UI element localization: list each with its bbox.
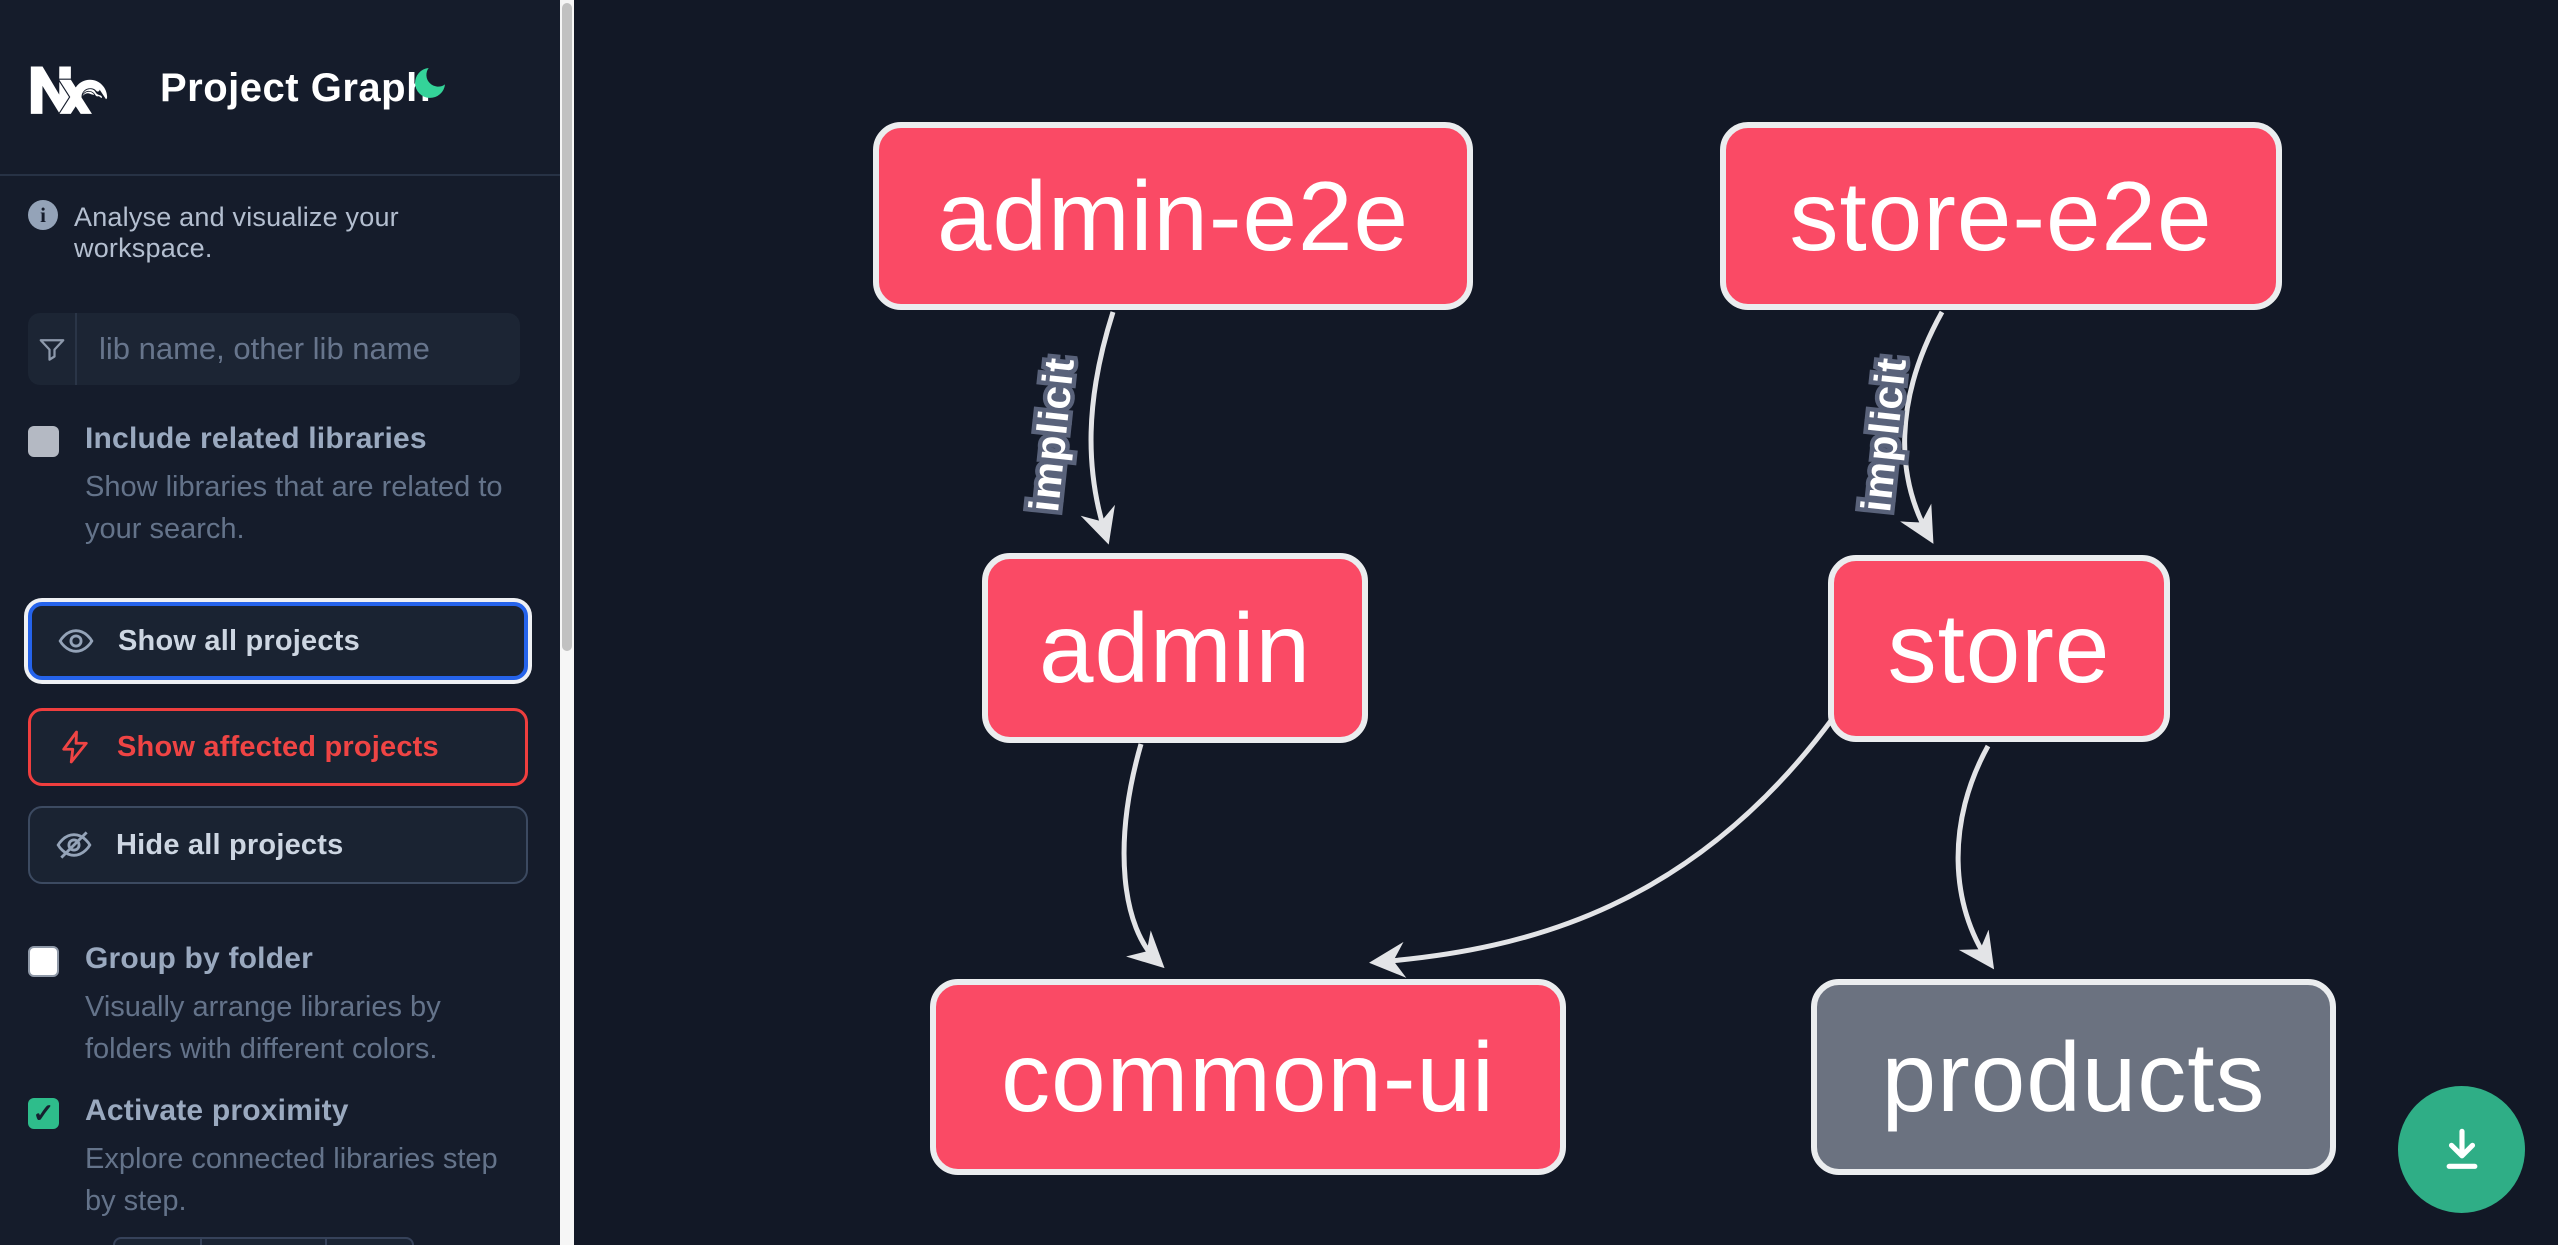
checkbox-activate-proximity-checked[interactable]: ✓ <box>28 1098 59 1129</box>
tagline-text: Analyse and visualize your workspace. <box>74 202 399 263</box>
proximity-stepper-partial[interactable] <box>113 1237 414 1245</box>
search-box <box>28 313 520 385</box>
stepper-increment-segment[interactable] <box>327 1239 412 1245</box>
option-activate-proximity: ✓ Activate proximity Explore connected l… <box>28 1094 528 1222</box>
eye-icon <box>56 622 96 660</box>
graph-node-admin-e2e[interactable]: admin-e2e <box>873 122 1473 310</box>
edge-store-to-products[interactable] <box>1955 744 1995 970</box>
button-label: Hide all projects <box>116 828 344 861</box>
stepper-value-segment <box>202 1239 328 1245</box>
edge-label-implicit-right: implicit <box>1852 355 1915 514</box>
nx-logo[interactable] <box>28 52 110 122</box>
button-label: Show affected projects <box>117 730 439 763</box>
show-all-projects-button[interactable]: Show all projects <box>28 602 528 680</box>
edge-admin-e2e-to-admin[interactable] <box>1080 311 1116 545</box>
download-icon <box>2446 1128 2477 1169</box>
hide-all-projects-button[interactable]: Hide all projects <box>28 806 528 884</box>
stepper-decrement-segment[interactable] <box>115 1239 202 1245</box>
node-label: store-e2e <box>1789 160 2213 271</box>
graph-node-products[interactable]: products <box>1811 979 2336 1175</box>
graph-node-store[interactable]: store <box>1828 555 2170 742</box>
search-input[interactable] <box>77 313 520 385</box>
option-label: Group by folder <box>85 942 313 975</box>
button-label: Show all projects <box>118 624 360 657</box>
node-label: common-ui <box>1001 1021 1495 1132</box>
sidebar: Project Graph i Analyse and visualize yo… <box>0 0 560 1245</box>
option-include-related-libraries: Include related libraries Show libraries… <box>28 422 528 550</box>
show-affected-projects-button[interactable]: Show affected projects <box>28 708 528 786</box>
graph-node-admin[interactable]: admin <box>982 553 1368 743</box>
dark-mode-toggle[interactable] <box>408 62 452 106</box>
page-title: Project Graph <box>160 66 432 110</box>
node-label: admin-e2e <box>936 160 1410 271</box>
sidebar-scrollbar-thumb[interactable] <box>562 3 572 651</box>
option-description: Show libraries that are related to your … <box>85 471 503 545</box>
filter-funnel-icon <box>28 313 77 385</box>
node-label: products <box>1881 1021 2266 1132</box>
tagline-row: i Analyse and visualize your workspace. <box>28 198 528 264</box>
option-description: Explore connected libraries step by step… <box>85 1143 498 1217</box>
sidebar-scrollbar-track[interactable] <box>560 0 574 1245</box>
download-image-button[interactable] <box>2398 1086 2525 1213</box>
edge-store-e2e-to-store[interactable] <box>1900 310 1945 544</box>
edge-store-to-common-ui[interactable] <box>1369 716 1836 978</box>
option-label: Activate proximity <box>85 1094 349 1127</box>
node-label: store <box>1887 593 2111 703</box>
graph-node-common-ui[interactable]: common-ui <box>930 979 1566 1175</box>
checkbox-include-related-libraries[interactable] <box>28 426 59 457</box>
option-label: Include related libraries <box>85 422 427 455</box>
edge-admin-to-common-ui[interactable] <box>1121 743 1165 969</box>
checkbox-group-by-folder[interactable] <box>28 946 59 977</box>
option-group-by-folder: Group by folder Visually arrange librari… <box>28 942 528 1070</box>
sidebar-header: Project Graph <box>0 0 560 176</box>
moon-icon <box>415 67 445 98</box>
option-description: Visually arrange libraries by folders wi… <box>85 991 441 1065</box>
info-icon: i <box>28 200 58 230</box>
edge-label-implicit-left: implicit <box>1020 355 1083 514</box>
graph-node-store-e2e[interactable]: store-e2e <box>1720 122 2282 310</box>
eye-off-icon <box>54 826 94 864</box>
bolt-icon <box>55 729 95 765</box>
node-label: admin <box>1039 592 1311 703</box>
